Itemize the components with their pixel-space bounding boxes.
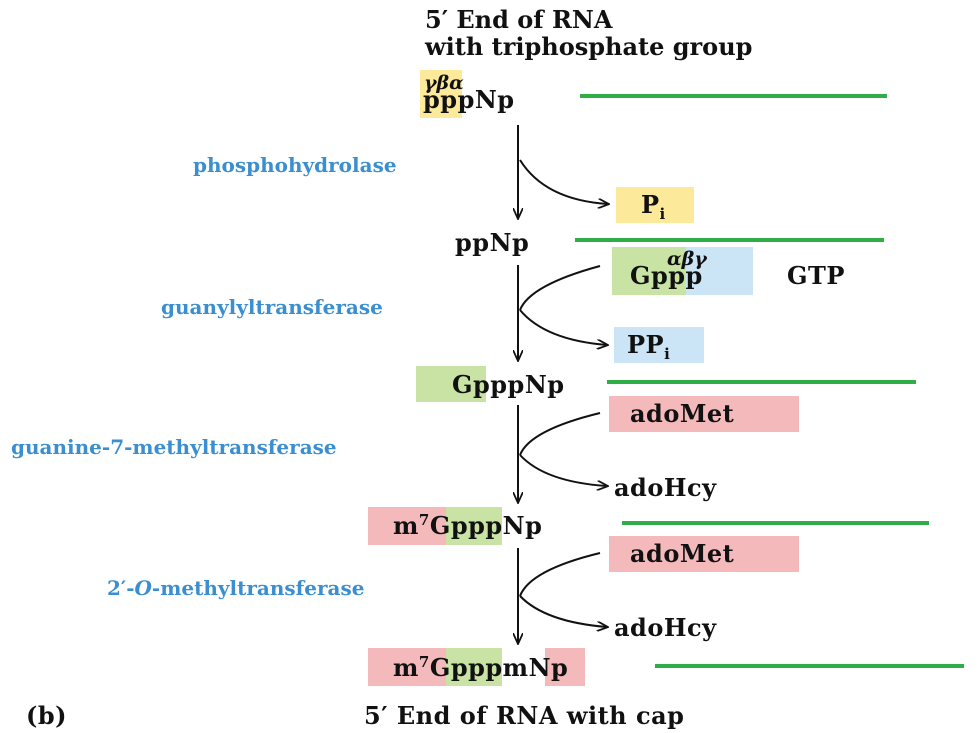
m7gpppnp-molecule: m7GpppNp	[393, 513, 542, 538]
start-greek-labels: γβα	[424, 72, 464, 94]
enzyme-guanine-7-methyltransferase: guanine-7-methyltransferase	[11, 435, 337, 459]
pi-highlight	[616, 187, 694, 223]
panel-label: (b)	[26, 701, 67, 730]
enzyme-4-italic-o: O	[134, 576, 152, 600]
side-arrow-ppi	[519, 309, 607, 345]
enzyme-4-prefix: 2′-	[107, 576, 135, 600]
adomet-highlight-2	[609, 536, 799, 572]
methyl-highlight-2	[368, 648, 446, 686]
gamma-phosphate-highlight	[420, 70, 462, 118]
enzyme-4-suffix: -methyltransferase	[151, 576, 365, 600]
cap-guanosine-highlight-3	[446, 648, 502, 686]
gtp-guanosine-highlight	[612, 247, 686, 295]
final-rest: GpppmNp	[429, 653, 569, 682]
gtp-label: GTP	[787, 261, 845, 290]
adohcy-label-2: adoHcy	[614, 613, 717, 642]
pi-label: Pi	[641, 193, 666, 222]
rna-strand-1	[580, 94, 887, 98]
caption: 5′ End of RNA with cap	[364, 701, 685, 730]
ppi-text: PP	[627, 330, 665, 359]
methyl-highlight-1	[368, 507, 446, 545]
cap-guanosine-highlight-2	[446, 507, 502, 545]
header-line-2: with triphosphate group	[425, 32, 753, 61]
adomet-label-2: adoMet	[630, 539, 735, 568]
rna-strand-3	[607, 380, 916, 384]
gppp-molecule: Gppp	[630, 261, 703, 290]
ppi-label: PPi	[627, 333, 670, 362]
m7gpppnp-rest: GpppNp	[429, 511, 543, 540]
final-m7-superscript: 7	[418, 653, 430, 671]
enzyme-2-o-methyltransferase: 2′-O-methyltransferase	[107, 578, 364, 598]
enzyme-guanylyltransferase: guanylyltransferase	[161, 295, 383, 319]
capped-rna-molecule: m7GpppmNp	[393, 655, 568, 680]
ribose-methyl-highlight	[545, 648, 585, 686]
ppi-subscript: i	[664, 344, 671, 363]
m7-superscript: 7	[418, 511, 430, 529]
side-arrow-adomet-in-2	[519, 552, 601, 597]
rna-strand-5	[655, 664, 964, 668]
ppnp-molecule: ppNp	[455, 228, 530, 257]
gtp-pyrophosphate-highlight	[686, 247, 753, 295]
header-line-1: 5′ End of RNA	[425, 5, 613, 34]
pi-subscript: i	[659, 204, 666, 223]
rna-strand-2	[575, 238, 884, 242]
gpppnp-molecule: GpppNp	[452, 370, 565, 399]
adomet-highlight-1	[609, 396, 799, 432]
side-arrow-adohcy-1	[519, 454, 607, 486]
start-molecule: pppNp	[423, 85, 515, 114]
ppi-highlight	[614, 327, 704, 363]
m7-prefix: m	[393, 511, 419, 540]
adomet-label-1: adoMet	[630, 399, 735, 428]
final-m7-prefix: m	[393, 653, 419, 682]
pi-text: P	[641, 190, 660, 219]
side-arrow-gtp-in	[519, 265, 601, 311]
cap-guanosine-highlight-1	[416, 366, 486, 402]
adohcy-label-1: adoHcy	[614, 473, 717, 502]
rna-strand-4	[622, 521, 929, 525]
side-arrow-adohcy-2	[519, 595, 607, 627]
gtp-greek-labels: αβγ	[667, 248, 707, 270]
side-arrow-adomet-in-1	[519, 412, 601, 456]
side-arrow-pi	[519, 159, 608, 204]
enzyme-phosphohydrolase: phosphohydrolase	[193, 153, 397, 177]
